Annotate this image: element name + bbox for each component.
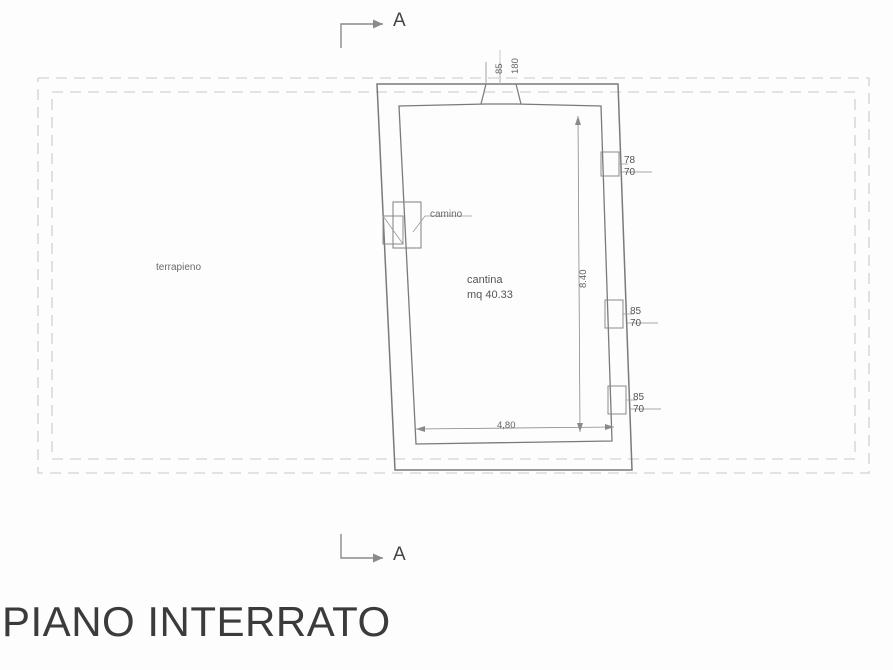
- door-reveal-right: [515, 83, 522, 105]
- section-marker-top: [340, 19, 383, 48]
- door-width-label: 85: [494, 63, 505, 74]
- window-2-width: 85: [630, 306, 642, 317]
- section-marker-bottom: [340, 534, 383, 563]
- window-opening-2: [604, 299, 634, 329]
- window-3-dimension: 85 70: [633, 392, 644, 415]
- site-boundary-outer: [37, 77, 870, 474]
- camino-block: [392, 201, 422, 249]
- site-boundary-inner: [51, 91, 856, 460]
- window-1-width: 78: [624, 155, 636, 166]
- window-opening-3: [607, 385, 637, 415]
- section-marker-bottom-label: A: [393, 544, 406, 565]
- window-2-dimension: 85 70: [630, 306, 641, 329]
- dimension-depth-label: 8.40: [578, 269, 589, 289]
- room-area-cantina: mq 40.33: [467, 289, 513, 301]
- camino-leader: [412, 215, 472, 233]
- window-3-width: 85: [633, 392, 645, 403]
- dimension-width-label: 4,80: [497, 420, 516, 431]
- window-1-height: 70: [624, 166, 636, 178]
- window-opening-1: [600, 151, 628, 177]
- door-height-label: 180: [510, 58, 521, 74]
- camino-hearth: [382, 215, 404, 245]
- building-outer-wall: [376, 83, 633, 471]
- dimension-width: [415, 424, 615, 432]
- window-3-height: 70: [633, 403, 645, 415]
- window-2-height: 70: [630, 317, 642, 329]
- sheet-title: PIANO INTERRATO: [2, 598, 391, 645]
- camino-hatch: [382, 215, 404, 245]
- window-1-dimension: 78 70: [624, 155, 635, 178]
- feature-label-camino: camino: [430, 209, 463, 220]
- room-label-cantina: cantina: [467, 274, 503, 286]
- door-reveal-left: [480, 83, 487, 105]
- section-marker-top-label: A: [393, 10, 406, 31]
- area-label-terrapieno: terrapieno: [156, 262, 202, 273]
